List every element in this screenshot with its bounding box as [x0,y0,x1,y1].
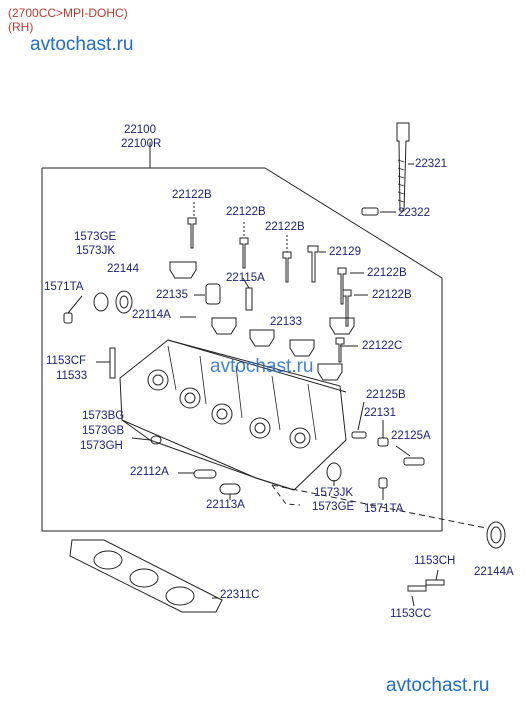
cap-bolt-4 [337,267,347,305]
head-bolt-thread [397,159,405,203]
label-22122B-5: 22122B [372,289,412,301]
cap-bolt-5 [342,289,352,327]
gasket-22113A [219,483,241,495]
valve-guide [245,287,253,311]
plug-22131 [377,437,389,447]
label-1573JK-2: 1573JK [314,487,354,499]
dowel-pin-lower [378,477,388,489]
label-22322: 22322 [398,207,430,219]
label-22100: 22100 [124,124,156,136]
label-1153CC: 1153CC [390,608,432,620]
label-22115A: 22115A [226,272,265,284]
label-1573GE-2: 1573GE [312,501,355,513]
leader-22144A [271,484,487,529]
label-1573GE-1: 1573GE [74,231,117,243]
bolt-22129 [307,245,319,283]
cam-cap-1 [169,261,197,279]
label-22112A: 22112A [130,466,169,478]
label-22100R: 22100R [121,138,162,150]
label-22122B-1: 22122B [172,189,212,201]
cam-cap-2 [211,317,237,335]
label-1573JK-1: 1573JK [76,245,116,257]
assembly-frame [41,167,443,532]
label-22122B-2: 22122B [226,206,266,218]
label-22114A: 22114A [132,309,171,321]
head-ports [147,369,311,449]
stud-22125B [351,431,367,439]
cam-cap-5 [329,317,355,335]
engine-spec-label: (2700CC>MPI-DOHC) [8,6,128,20]
stud-1153CC [407,585,427,592]
seal-22144 [115,290,133,314]
plug-1573GE [93,292,109,312]
label-22122B-3: 22122B [265,221,305,233]
cap-bolt-1 [187,217,197,249]
watermark-top: avtochast.ru [30,34,134,55]
label-22113A: 22113A [206,499,245,511]
label-1153CH: 1153CH [414,555,456,567]
label-1571TA-2: 1571TA [364,503,404,515]
label-22122B-4: 22122B [367,267,407,279]
cam-cap-3 [249,329,275,347]
label-22131: 22131 [364,407,396,419]
plug-1573JK [326,462,342,482]
label-11533: 11533 [56,370,88,382]
cap-bolt-6 [335,337,345,363]
stud-1153CH [425,579,445,586]
head-bolt [396,122,410,212]
label-1153CF: 1153CF [46,355,87,367]
plug-1573BG [150,435,162,445]
seal-22144A [486,521,506,549]
label-22125B: 22125B [366,389,406,401]
washer [361,207,379,216]
label-22311C: 22311C [220,589,260,601]
label-22133: 22133 [270,316,302,328]
label-22125A: 22125A [391,430,431,442]
head-gasket [69,539,223,613]
dowel-pin [63,312,73,324]
stud-22125A [403,457,425,466]
cap-bolt-2 [239,237,249,269]
label-22144A: 22144A [474,566,514,578]
cam-cap-4 [289,339,315,357]
label-22144: 22144 [107,263,139,275]
gasket-22112A [193,469,217,479]
label-1571TA-1: 1571TA [44,281,84,293]
watermark-center: avtochast.ru [210,356,314,377]
label-22321: 22321 [415,158,447,170]
label-22135: 22135 [156,289,188,301]
stud [109,347,116,379]
side-label: (RH) [8,20,34,34]
watermark-bottom: avtochast.ru [386,675,490,696]
label-1573GB: 1573GB [82,425,125,437]
label-1573GH: 1573GH [80,440,123,452]
label-22129: 22129 [329,246,361,258]
cap-bolt-3 [282,251,292,283]
tappet [205,283,221,305]
label-22122C: 22122C [362,340,403,352]
cam-cap-6 [317,363,343,381]
label-1573BG: 1573BG [82,410,125,422]
